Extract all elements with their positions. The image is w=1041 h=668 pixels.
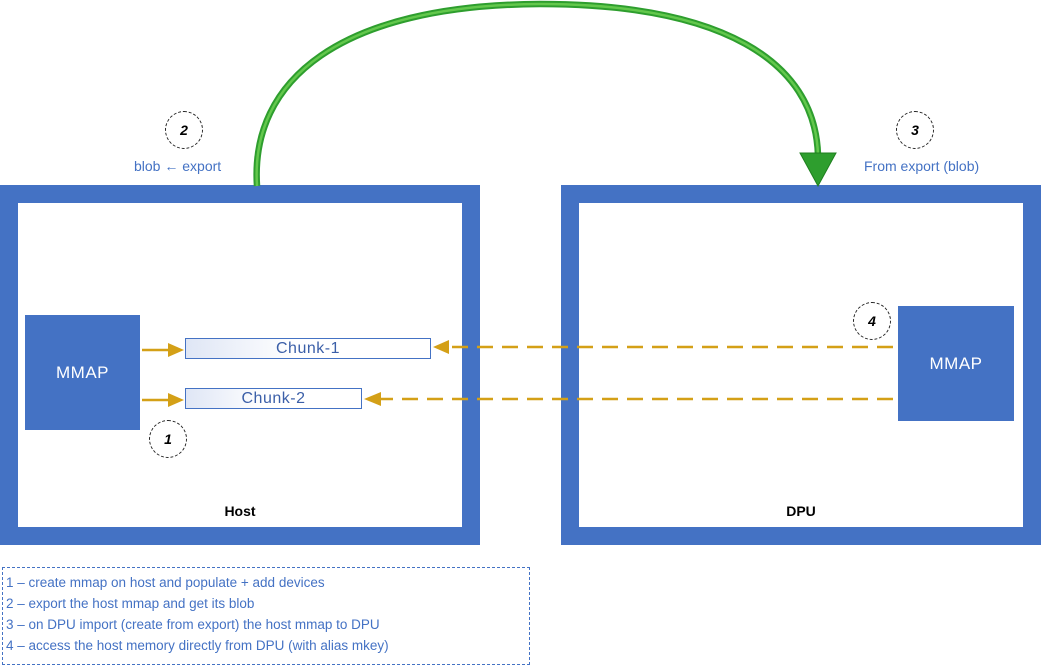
legend-line-3: 3 – on DPU import (create from export) t… (6, 617, 380, 632)
from-export-caption: From export (blob) (864, 158, 980, 174)
legend-line-2: 2 – export the host mmap and get its blo… (6, 596, 255, 611)
step-4-marker: 4 (853, 302, 891, 340)
step-2-number: 2 (180, 122, 188, 138)
blob-export-caption: blob ← export (134, 158, 222, 174)
step-3-marker: 3 (896, 111, 934, 149)
export-import-arc-arrow (253, 0, 837, 188)
step-1-marker: 1 (149, 420, 187, 458)
step-3-number: 3 (911, 122, 919, 138)
chunk-2-label: Chunk-2 (241, 389, 306, 407)
host-mmap-block: MMAP (25, 315, 140, 430)
chunk-2-block: Chunk-2 (185, 388, 362, 409)
dpu-label: DPU (786, 503, 816, 519)
legend-line-4: 4 – access the host memory directly from… (6, 638, 389, 653)
chunk-1-label: Chunk-1 (276, 339, 340, 357)
legend-box: 1 – create mmap on host and populate + a… (2, 567, 530, 665)
host-mmap-label: MMAP (56, 362, 109, 382)
step-2-marker: 2 (165, 111, 203, 149)
legend-line-1: 1 – create mmap on host and populate + a… (6, 575, 325, 590)
dpu-mmap-block: MMAP (898, 306, 1014, 421)
step-4-number: 4 (868, 313, 876, 329)
host-label: Host (224, 503, 256, 519)
dpu-mmap-label: MMAP (929, 353, 983, 373)
chunk-1-block: Chunk-1 (185, 338, 431, 359)
step-1-number: 1 (164, 431, 172, 447)
